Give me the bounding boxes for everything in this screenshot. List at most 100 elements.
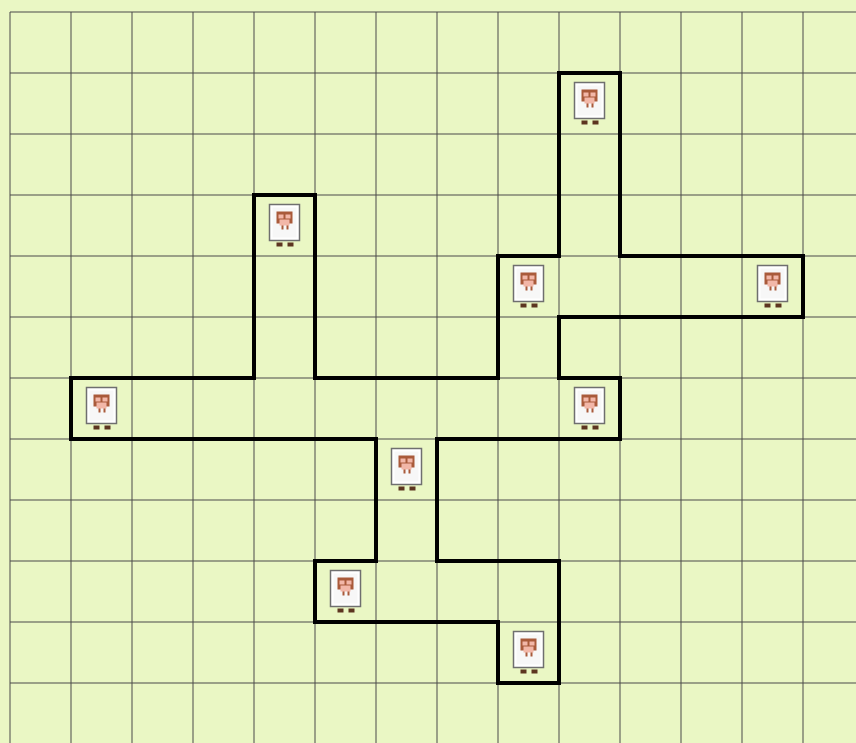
grid-cell-r2-c7[interactable] — [437, 134, 498, 195]
grid-cell-r10-c11[interactable] — [681, 622, 742, 683]
grid-cell-r0-c8[interactable] — [498, 12, 559, 73]
grid-cell-r8-c13[interactable] — [803, 500, 856, 561]
grid-cell-r8-c10[interactable] — [620, 500, 681, 561]
grid-cell-r5-c3[interactable] — [193, 317, 254, 378]
grid-cell-r8-c3[interactable] — [193, 500, 254, 561]
grid-cell-r9-c3[interactable] — [193, 561, 254, 622]
grid-cell-r5-c13[interactable] — [803, 317, 856, 378]
grid-cell-r11-c4[interactable] — [254, 683, 315, 743]
grid-cell-r5-c7[interactable] — [437, 317, 498, 378]
grid-cell-r8-c4[interactable] — [254, 500, 315, 561]
grid-cell-r7-c5[interactable] — [315, 439, 376, 500]
grid-cell-r4-c3[interactable] — [193, 256, 254, 317]
grid-cell-r11-c2[interactable] — [132, 683, 193, 743]
grid-cell-r10-c3[interactable] — [193, 622, 254, 683]
grid-cell-r10-c13[interactable] — [803, 622, 856, 683]
grid-cell-r10-c10[interactable] — [620, 622, 681, 683]
grid-cell-r0-c2[interactable] — [132, 12, 193, 73]
grid-cell-r11-c11[interactable] — [681, 683, 742, 743]
grid-cell-r3-c10[interactable] — [620, 195, 681, 256]
grid-cell-r10-c2[interactable] — [132, 622, 193, 683]
grid-cell-r4-c7[interactable] — [437, 256, 498, 317]
grid-cell-r5-c12[interactable] — [742, 317, 803, 378]
grid-cell-r7-c10[interactable] — [620, 439, 681, 500]
grid-cell-r6-c13[interactable] — [803, 378, 856, 439]
grid-cell-r11-c6[interactable] — [376, 683, 437, 743]
grid-cell-r2-c0[interactable] — [10, 134, 71, 195]
grid-cell-r1-c4[interactable] — [254, 73, 315, 134]
grid-cell-r4-c10[interactable] — [620, 256, 681, 317]
grid-cell-r7-c2[interactable] — [132, 439, 193, 500]
grid-cell-r4-c4[interactable] — [254, 256, 315, 317]
grid-cell-r2-c2[interactable] — [132, 134, 193, 195]
grid-cell-r8-c5[interactable] — [315, 500, 376, 561]
grid-cell-r7-c11[interactable] — [681, 439, 742, 500]
grid-cell-r7-c12[interactable] — [742, 439, 803, 500]
grid-cell-r9-c7[interactable] — [437, 561, 498, 622]
grid-cell-r7-c9[interactable] — [559, 439, 620, 500]
grid-cell-r9-c9[interactable] — [559, 561, 620, 622]
grid-cell-r6-c11[interactable] — [681, 378, 742, 439]
grid-cell-r0-c0[interactable] — [10, 12, 71, 73]
grid-cell-r7-c1[interactable] — [71, 439, 132, 500]
grid-cell-r1-c10[interactable] — [620, 73, 681, 134]
grid-cell-r9-c1[interactable] — [71, 561, 132, 622]
grid-cell-r11-c13[interactable] — [803, 683, 856, 743]
grid-cell-r0-c10[interactable] — [620, 12, 681, 73]
grid-cell-r4-c9[interactable] — [559, 256, 620, 317]
grid-cell-r11-c10[interactable] — [620, 683, 681, 743]
grid-cell-r9-c12[interactable] — [742, 561, 803, 622]
grid-cell-r0-c5[interactable] — [315, 12, 376, 73]
grid-cell-r9-c2[interactable] — [132, 561, 193, 622]
grid-cell-r7-c8[interactable] — [498, 439, 559, 500]
grid-cell-r3-c2[interactable] — [132, 195, 193, 256]
grid-cell-r8-c1[interactable] — [71, 500, 132, 561]
grid-cell-r2-c10[interactable] — [620, 134, 681, 195]
grid-cell-r1-c6[interactable] — [376, 73, 437, 134]
grid-cell-r2-c4[interactable] — [254, 134, 315, 195]
grid-cell-r1-c1[interactable] — [71, 73, 132, 134]
grid-cell-r9-c4[interactable] — [254, 561, 315, 622]
grid-cell-r2-c13[interactable] — [803, 134, 856, 195]
grid-cell-r5-c8[interactable] — [498, 317, 559, 378]
grid-cell-r1-c11[interactable] — [681, 73, 742, 134]
grid-cell-r2-c3[interactable] — [193, 134, 254, 195]
grid-cell-r10-c1[interactable] — [71, 622, 132, 683]
grid-cell-r5-c10[interactable] — [620, 317, 681, 378]
grid-cell-r10-c4[interactable] — [254, 622, 315, 683]
grid-cell-r1-c5[interactable] — [315, 73, 376, 134]
grid-cell-r0-c13[interactable] — [803, 12, 856, 73]
grid-cell-r6-c0[interactable] — [10, 378, 71, 439]
grid-cell-r3-c5[interactable] — [315, 195, 376, 256]
grid-cell-r0-c9[interactable] — [559, 12, 620, 73]
grid-cell-r10-c6[interactable] — [376, 622, 437, 683]
grid-cell-r10-c9[interactable] — [559, 622, 620, 683]
grid-cell-r9-c11[interactable] — [681, 561, 742, 622]
grid-cell-r5-c2[interactable] — [132, 317, 193, 378]
grid-cell-r11-c8[interactable] — [498, 683, 559, 743]
grid-cell-r4-c5[interactable] — [315, 256, 376, 317]
grid-cell-r6-c6[interactable] — [376, 378, 437, 439]
grid-cell-r6-c10[interactable] — [620, 378, 681, 439]
grid-cell-r0-c7[interactable] — [437, 12, 498, 73]
grid-cell-r4-c2[interactable] — [132, 256, 193, 317]
grid-cell-r6-c8[interactable] — [498, 378, 559, 439]
grid-cell-r6-c7[interactable] — [437, 378, 498, 439]
grid-cell-r1-c8[interactable] — [498, 73, 559, 134]
grid-cell-r1-c3[interactable] — [193, 73, 254, 134]
grid-cell-r2-c1[interactable] — [71, 134, 132, 195]
grid-cell-r5-c0[interactable] — [10, 317, 71, 378]
grid-cell-r4-c0[interactable] — [10, 256, 71, 317]
grid-cell-r4-c11[interactable] — [681, 256, 742, 317]
grid-cell-r10-c5[interactable] — [315, 622, 376, 683]
grid-cell-r7-c4[interactable] — [254, 439, 315, 500]
grid-cell-r0-c1[interactable] — [71, 12, 132, 73]
grid-cell-r7-c13[interactable] — [803, 439, 856, 500]
grid-cell-r0-c11[interactable] — [681, 12, 742, 73]
grid-cell-r7-c7[interactable] — [437, 439, 498, 500]
grid-cell-r8-c7[interactable] — [437, 500, 498, 561]
grid-cell-r4-c6[interactable] — [376, 256, 437, 317]
grid-cell-r10-c12[interactable] — [742, 622, 803, 683]
grid-cell-r11-c3[interactable] — [193, 683, 254, 743]
grid-cell-r7-c3[interactable] — [193, 439, 254, 500]
